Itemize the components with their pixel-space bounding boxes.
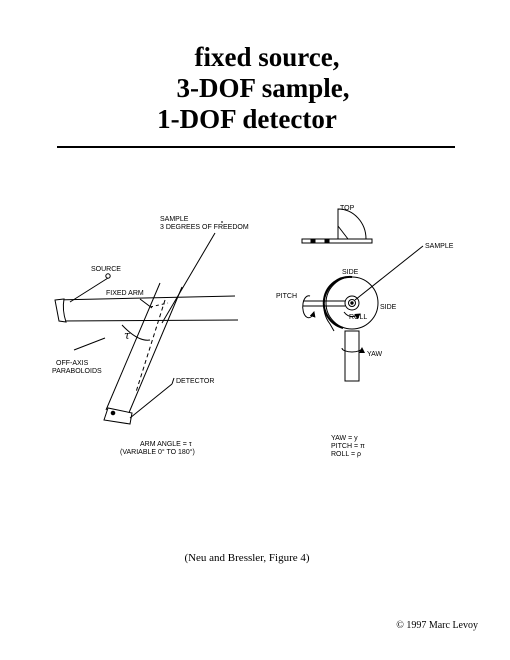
right-diagram-labels: TOP SAMPLE SIDE SIDE PITCH ROLL YAW YAW … [276,205,454,458]
sample-label-right: SAMPLE [425,243,454,250]
pitch-rotation-arrow [302,295,316,319]
title-divider [57,146,455,148]
figure-caption-text: (Neu and Bressler, Figure 4) [184,552,310,564]
paraboloids-label-2: PARABOLOIDS [52,368,102,375]
paraboloids-pointer [73,337,106,351]
sample-pointer-line-right [354,245,424,301]
detector-axis-dashed [135,299,166,393]
legend-yaw: YAW = y [331,435,358,442]
side-label-top: SIDE [342,269,359,276]
yaw-label: YAW [367,351,383,358]
source-paraboloid [54,298,67,323]
sample-inner-ring [344,295,360,311]
yaw-post [344,330,360,382]
detector-arm-right-line [127,286,183,416]
pitch-label: PITCH [276,293,297,300]
fixed-arm-bottom-line [59,319,239,322]
arm-angle-arc [121,324,151,341]
source-label: SOURCE [91,266,121,273]
roll-label: ROLL [349,314,367,321]
legend-pitch: PITCH = π [331,443,365,450]
paraboloids-label-1: OFF-AXIS [56,360,89,367]
right-diagram [301,208,424,382]
title-line-2: 3-DOF sample, [176,73,350,103]
figure-caption: (Neu and Bressler, Figure 4) [0,552,510,564]
detector-ray [129,383,173,419]
arm-angle-range-label: (VARIABLE 0° TO 180°) [120,448,195,456]
detector-paraboloid [103,407,133,425]
detector-label: DETECTOR [176,378,214,385]
angle-symbol: τ [124,329,131,342]
top-view-quarter-disk [337,208,367,240]
roll-rotation-arrow [343,311,361,320]
source-ray [69,277,109,303]
sample-label-2: 3 DEGREES OF FREEDOM [160,224,249,231]
sample-label-1: SAMPLE [160,216,189,223]
yaw-rotation-arrow [341,347,365,354]
fixed-arm-top-line [54,295,236,301]
side-label-right: SIDE [380,304,397,311]
sample-pointer-line [161,232,216,324]
fixed-arm-label: FIXED ARM [106,290,144,297]
left-diagram-labels: SAMPLE 3 DEGREES OF FREEDOM SOURCE FIXED… [52,216,249,456]
arm-angle-label: ARM ANGLE = τ [140,441,192,448]
source-point [105,273,111,279]
title-line-3: 1-DOF detector [157,104,337,134]
top-view-base [301,238,373,244]
detector-arm-left-line [105,282,161,411]
copyright-notice: © 1997 Marc Levoy [396,620,478,631]
legend-roll: ROLL = ρ [331,451,361,458]
top-label: TOP [340,205,355,212]
title-line-1: fixed source, [194,42,340,72]
left-diagram [54,221,239,425]
